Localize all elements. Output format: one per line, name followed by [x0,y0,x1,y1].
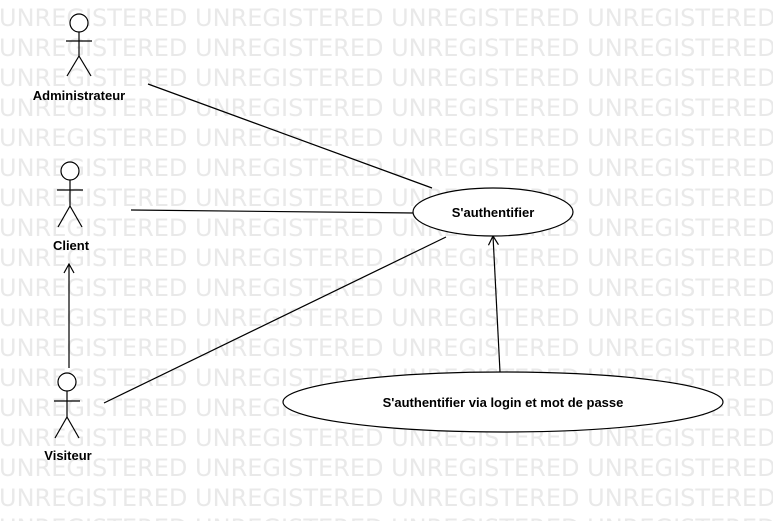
generalization-login-authentifier[interactable] [487,234,501,373]
actor-administrateur[interactable]: Administrateur [33,13,125,103]
actor-figure-icon [54,372,80,439]
association-client-authentifier[interactable] [130,209,415,214]
actor-label: Administrateur [33,88,125,103]
actor-label: Client [53,238,90,253]
association-administrateur-authentifier[interactable] [147,83,433,189]
usecase-label: S'authentifier [452,205,535,220]
usecase-authentifier[interactable]: S'authentifier [412,187,574,237]
usecase-authentifier-login[interactable]: S'authentifier via login et mot de passe [282,371,724,433]
actor-figure-icon [66,13,92,77]
actor-client[interactable]: Client [53,161,90,253]
actor-label: Visiteur [44,448,91,463]
actor-figure-icon [57,161,83,228]
association-visiteur-authentifier[interactable] [103,236,447,404]
usecase-label: S'authentifier via login et mot de passe [383,395,624,410]
actor-visiteur[interactable]: Visiteur [44,372,92,463]
